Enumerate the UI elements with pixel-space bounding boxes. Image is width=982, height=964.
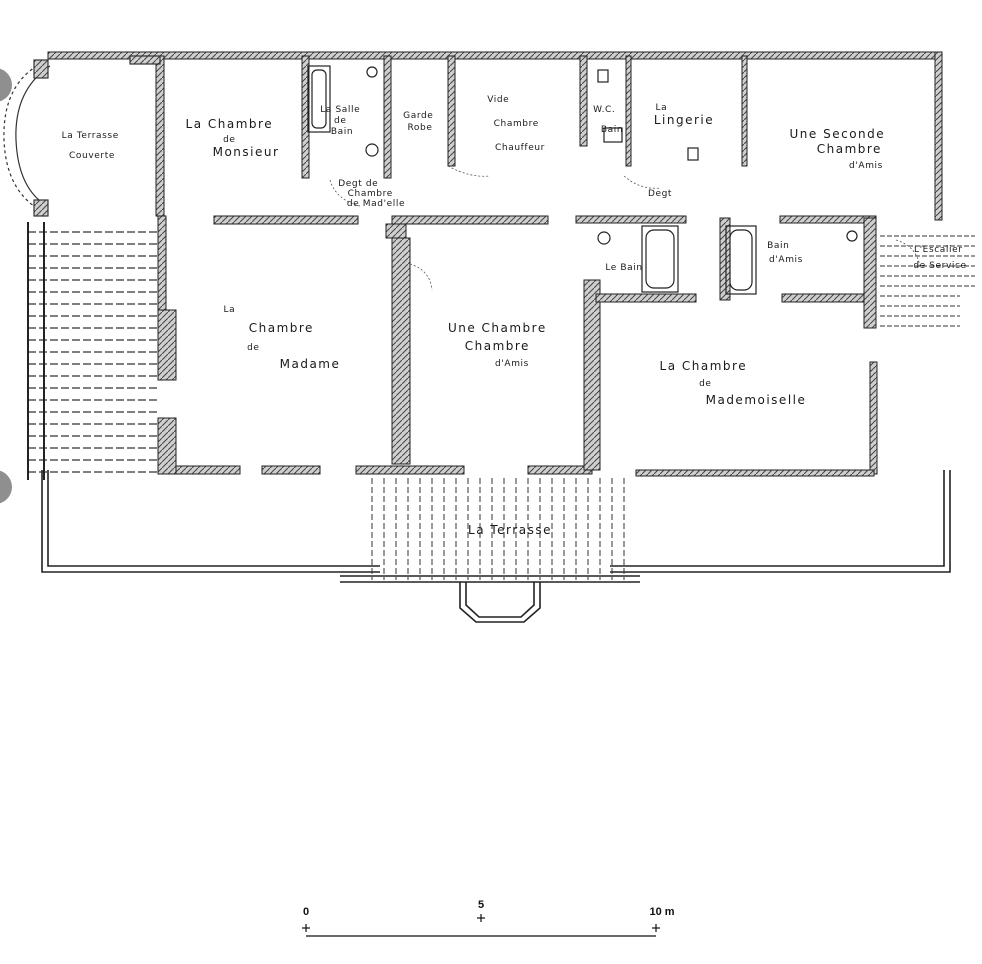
room-label-une-seconde-chambre: Une Seconde Chambre d'Amis [790, 127, 891, 171]
room-label-chambre-monsieur: La Chambre de Monsieur [186, 117, 280, 159]
room-label-vide-chambre: Vide Chambre Chauffeur [487, 95, 545, 153]
terrace-outline [41, 470, 951, 623]
west-balcony-posts [27, 222, 45, 480]
room-label-le-bain: Le Bain [605, 263, 642, 273]
fixtures [307, 65, 858, 295]
interior-walls [213, 55, 877, 471]
west-balcony [28, 231, 160, 473]
scale-label-10m: 10 m [649, 906, 674, 918]
room-label-une-chambre-amis: Une Chambre Chambre d'Amis [448, 321, 552, 369]
room-label-terrasse-couverte: La Terrasse Couverte [62, 131, 123, 161]
binder-hole-top [0, 68, 12, 102]
room-labels: La Terrasse Couverte La Chambre de Monsi… [62, 95, 966, 537]
terrace-steps [371, 478, 625, 580]
room-label-lingerie: La Lingerie [654, 99, 714, 127]
room-label-degt-chambre-mademoiselle: Degt de Chambre de Mad'elle [338, 179, 405, 209]
room-label-wc: W.C. Bain [593, 105, 623, 135]
service-stair [880, 235, 975, 327]
scale-bar: 0 5 10 m [302, 899, 675, 937]
room-label-bain-amis: Bain d'Amis [767, 241, 803, 265]
scale-label-0: 0 [303, 906, 309, 918]
room-label-escalier-service: L'Escalier de Service [913, 245, 966, 271]
door-swings [329, 165, 921, 291]
room-label-la-terrasse: La Terrasse [468, 523, 552, 537]
room-label-garde-robe: Garde Robe [403, 111, 437, 133]
room-label-chambre-madame: La Chambre de Madame [223, 301, 340, 371]
room-label-chambre-mademoiselle: La Chambre de Mademoiselle [660, 359, 807, 407]
binder-hole-bottom [0, 470, 12, 504]
exterior-walls [47, 51, 943, 477]
room-label-salle-de-bain-1: La Salle de Bain [320, 105, 363, 137]
covered-terrace-bay [3, 55, 161, 217]
room-label-degt: Degt [648, 189, 672, 199]
scale-label-5: 5 [478, 899, 484, 911]
